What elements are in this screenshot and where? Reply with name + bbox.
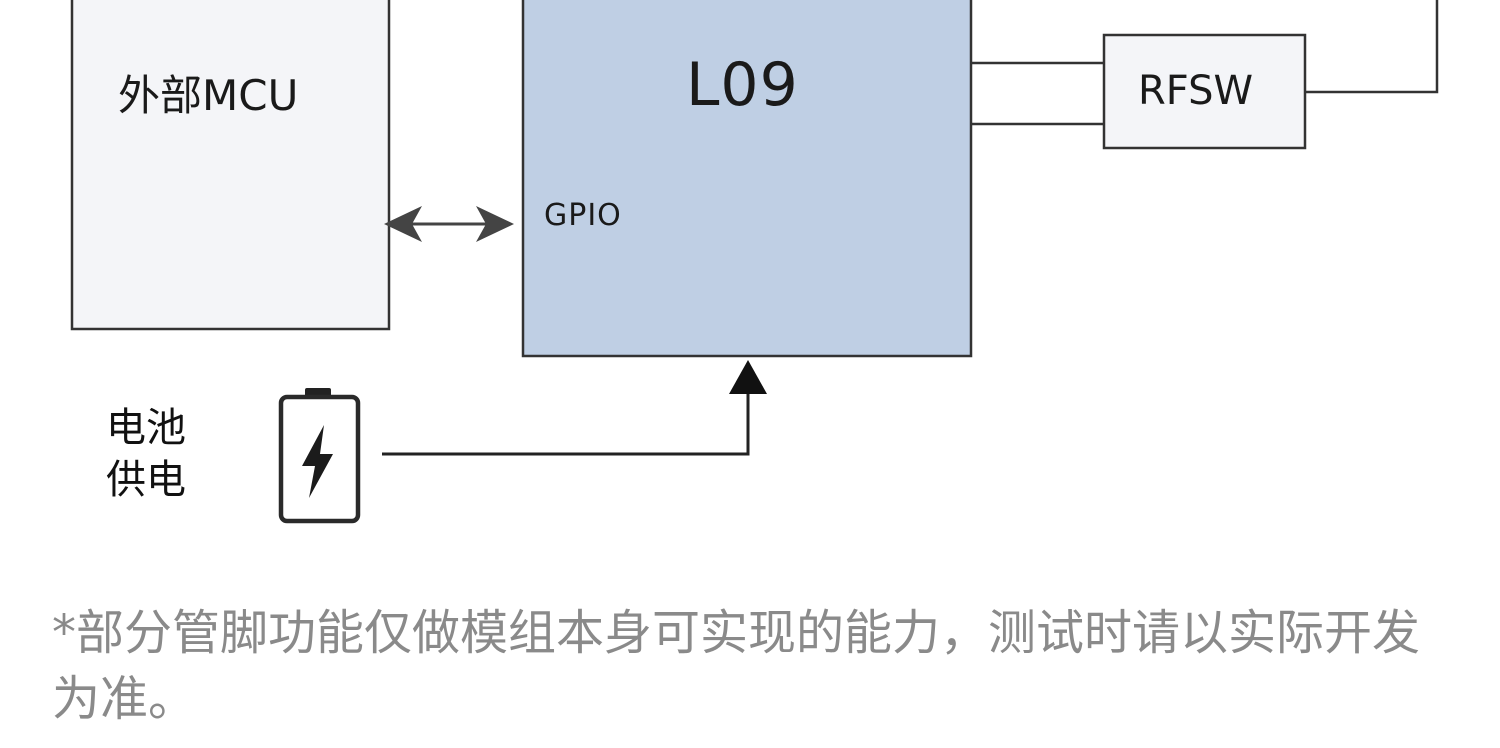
block-diagram bbox=[70, 0, 1439, 524]
mcu-label: 外部MCU bbox=[118, 71, 299, 120]
rfsw-output-line bbox=[1305, 0, 1439, 94]
rfsw-block bbox=[1102, 33, 1307, 150]
footnote: *部分管脚功能仅做模组本身可实现的能力，测试时请以实际开发为准。 bbox=[52, 605, 1421, 727]
battery-supply-label: 电池供电 bbox=[106, 405, 186, 503]
gpio-arrow-left-head bbox=[384, 206, 422, 242]
rfsw-label: RFSW bbox=[1138, 68, 1254, 114]
battery-charging-icon bbox=[278, 388, 361, 524]
l09-block bbox=[521, 0, 973, 358]
gpio-arrow-right-head bbox=[476, 206, 514, 242]
mcu-block bbox=[70, 0, 391, 331]
battery-power-line bbox=[382, 392, 750, 456]
gpio-pin-label: GPIO bbox=[544, 198, 622, 233]
l09-label: L09 bbox=[686, 50, 799, 120]
power-arrow-head bbox=[729, 360, 767, 394]
